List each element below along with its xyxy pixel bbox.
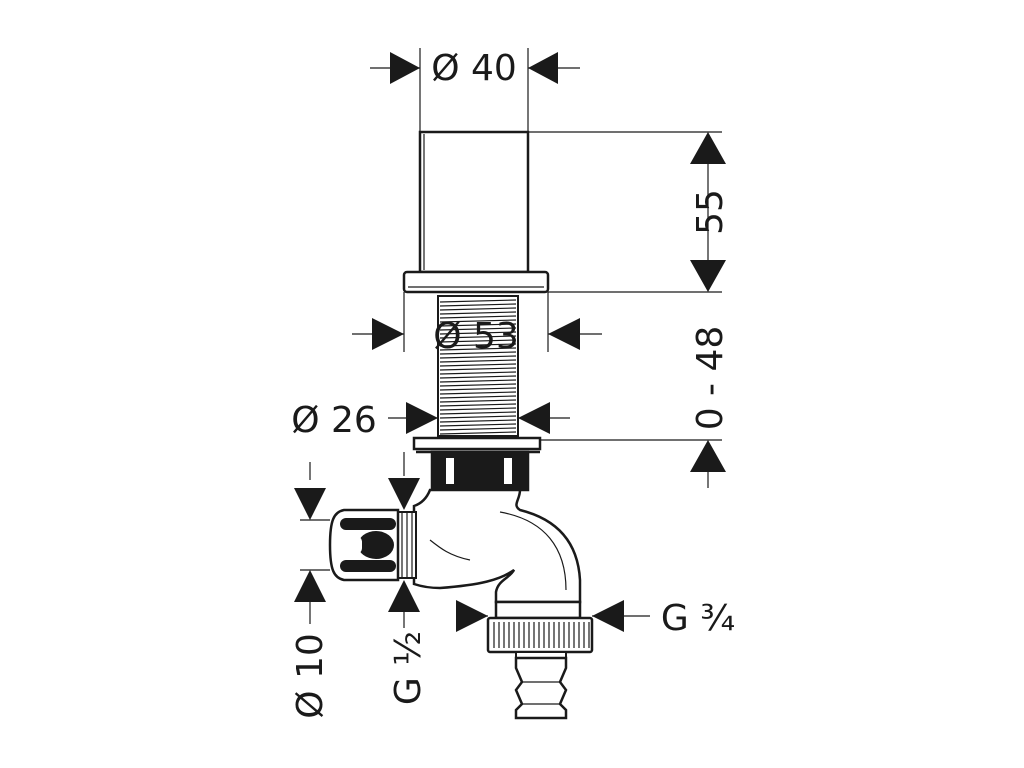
cylinder-body	[418, 130, 530, 274]
thread-line	[439, 343, 517, 347]
arrow-dia26-right	[518, 402, 550, 434]
thread-line	[439, 315, 517, 319]
label-diameter-10: Ø 10	[290, 633, 331, 719]
bottom-outlet-coupling	[486, 600, 594, 720]
thread-line	[439, 363, 517, 367]
thread-line	[439, 347, 517, 351]
dimension-arrows	[294, 52, 726, 632]
arrow-dia40-right	[528, 52, 558, 84]
thread-line	[439, 379, 517, 383]
thread-line	[439, 311, 517, 315]
label-height-55: 55	[690, 189, 731, 235]
thread-line	[439, 371, 517, 375]
arrow-dia26-left	[406, 402, 438, 434]
label-diameter-40: Ø 40	[431, 48, 517, 89]
label-range-0-48: 0 - 48	[690, 326, 731, 431]
thread-line	[439, 387, 517, 391]
arrow-55-top	[690, 132, 726, 164]
thread-line	[439, 403, 517, 407]
thread-line	[439, 355, 517, 359]
arrow-g34-right	[592, 600, 624, 632]
valve-body	[412, 488, 582, 604]
thread-line	[439, 427, 517, 431]
arrow-048-bottom	[690, 440, 726, 472]
rosette-flange	[402, 270, 550, 294]
thread-line	[439, 419, 517, 423]
thread-line	[439, 303, 517, 307]
arrow-dia40-left	[390, 52, 420, 84]
thread-line	[439, 335, 517, 339]
arrow-55-bottom	[690, 260, 726, 292]
thread-line	[439, 319, 517, 323]
arrow-dia53-right	[548, 318, 580, 350]
threaded-shank	[437, 295, 519, 437]
arrow-g34-left	[456, 600, 488, 632]
label-diameter-26: Ø 26	[291, 400, 377, 441]
thread-line	[439, 351, 517, 355]
arrow-dia53-left	[372, 318, 404, 350]
thread-line	[439, 367, 517, 371]
thread-line	[439, 423, 517, 427]
thread-line	[439, 411, 517, 415]
side-outlet-coupling	[328, 508, 417, 582]
thread-line	[439, 299, 517, 303]
thread-line	[439, 383, 517, 387]
thread-line	[439, 431, 517, 435]
thread-line	[439, 395, 517, 399]
thread-line	[439, 407, 517, 411]
thread-line	[439, 323, 517, 327]
label-diameter-53: Ø 53	[433, 316, 519, 357]
thread-line	[439, 415, 517, 419]
label-thread-g34: G ¾	[661, 598, 735, 639]
thread-line	[439, 331, 517, 335]
arrow-g12-top	[388, 478, 420, 510]
mounting-nut	[412, 436, 542, 492]
arrow-g12-bottom	[388, 580, 420, 612]
thread-line	[439, 307, 517, 311]
thread-line	[439, 339, 517, 343]
thread-line	[439, 391, 517, 395]
thread-line	[439, 375, 517, 379]
thread-line	[439, 359, 517, 363]
label-thread-g12: G ½	[388, 631, 429, 705]
arrow-dia10-top	[294, 488, 326, 520]
arrow-dia10-bottom	[294, 570, 326, 602]
thread-line	[439, 327, 517, 331]
thread-line	[439, 399, 517, 403]
